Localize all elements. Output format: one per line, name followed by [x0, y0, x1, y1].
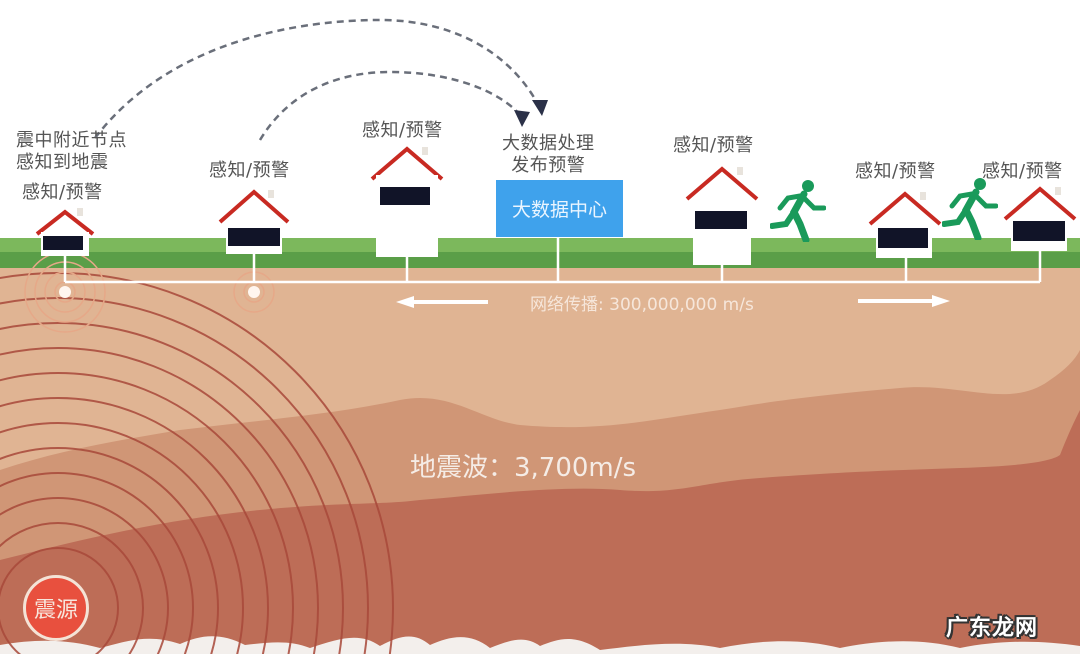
running-person-icon [941, 178, 999, 242]
data-center-caption: 大数据处理 发布预警 [502, 133, 595, 177]
sensor-node-house-5 [868, 190, 942, 262]
house-sensor-icon [685, 166, 759, 265]
caption-line-2: 发布预警 [511, 155, 586, 176]
sensor-node-house-1 [35, 208, 95, 260]
node-5-label: 感知/预警 [855, 161, 936, 182]
sensor-node-house-4 [685, 165, 759, 269]
sensor-node-house-6 [1003, 185, 1077, 257]
network-speed-label: 网络传播: 300,000,000 m/s [530, 295, 754, 315]
node-6-label: 感知/预警 [982, 161, 1063, 182]
evacuation-runner-2 [941, 176, 999, 244]
epicenter-node-caption: 震中附近节点 感知到地震 [16, 130, 127, 174]
house-sensor-icon [868, 191, 942, 258]
node-3-label: 感知/预警 [362, 120, 443, 141]
epicenter-badge: 震源 [23, 575, 89, 641]
house-sensor-icon [370, 146, 444, 257]
sensor-node-house-2 [218, 188, 290, 258]
node-2-label: 感知/预警 [209, 160, 290, 181]
node-4-label: 感知/预警 [673, 135, 754, 156]
data-center-box: 大数据中心 [496, 180, 623, 237]
sensor-node-house-3 [370, 145, 444, 261]
seismic-wave-speed-label: 地震波：3,700m/s [410, 453, 637, 483]
caption-line-1: 大数据处理 [502, 133, 595, 154]
caption-line-1: 震中附近节点 [16, 130, 127, 151]
running-person-icon [769, 180, 827, 244]
house-sensor-icon [1003, 186, 1077, 251]
evacuation-runner-1 [769, 178, 827, 246]
house-sensor-icon [218, 189, 290, 254]
caption-line-2: 感知到地震 [16, 152, 109, 173]
house-sensor-icon [35, 208, 95, 256]
node-1-label: 感知/预警 [22, 182, 103, 203]
watermark: 广东龙网 [946, 616, 1039, 641]
